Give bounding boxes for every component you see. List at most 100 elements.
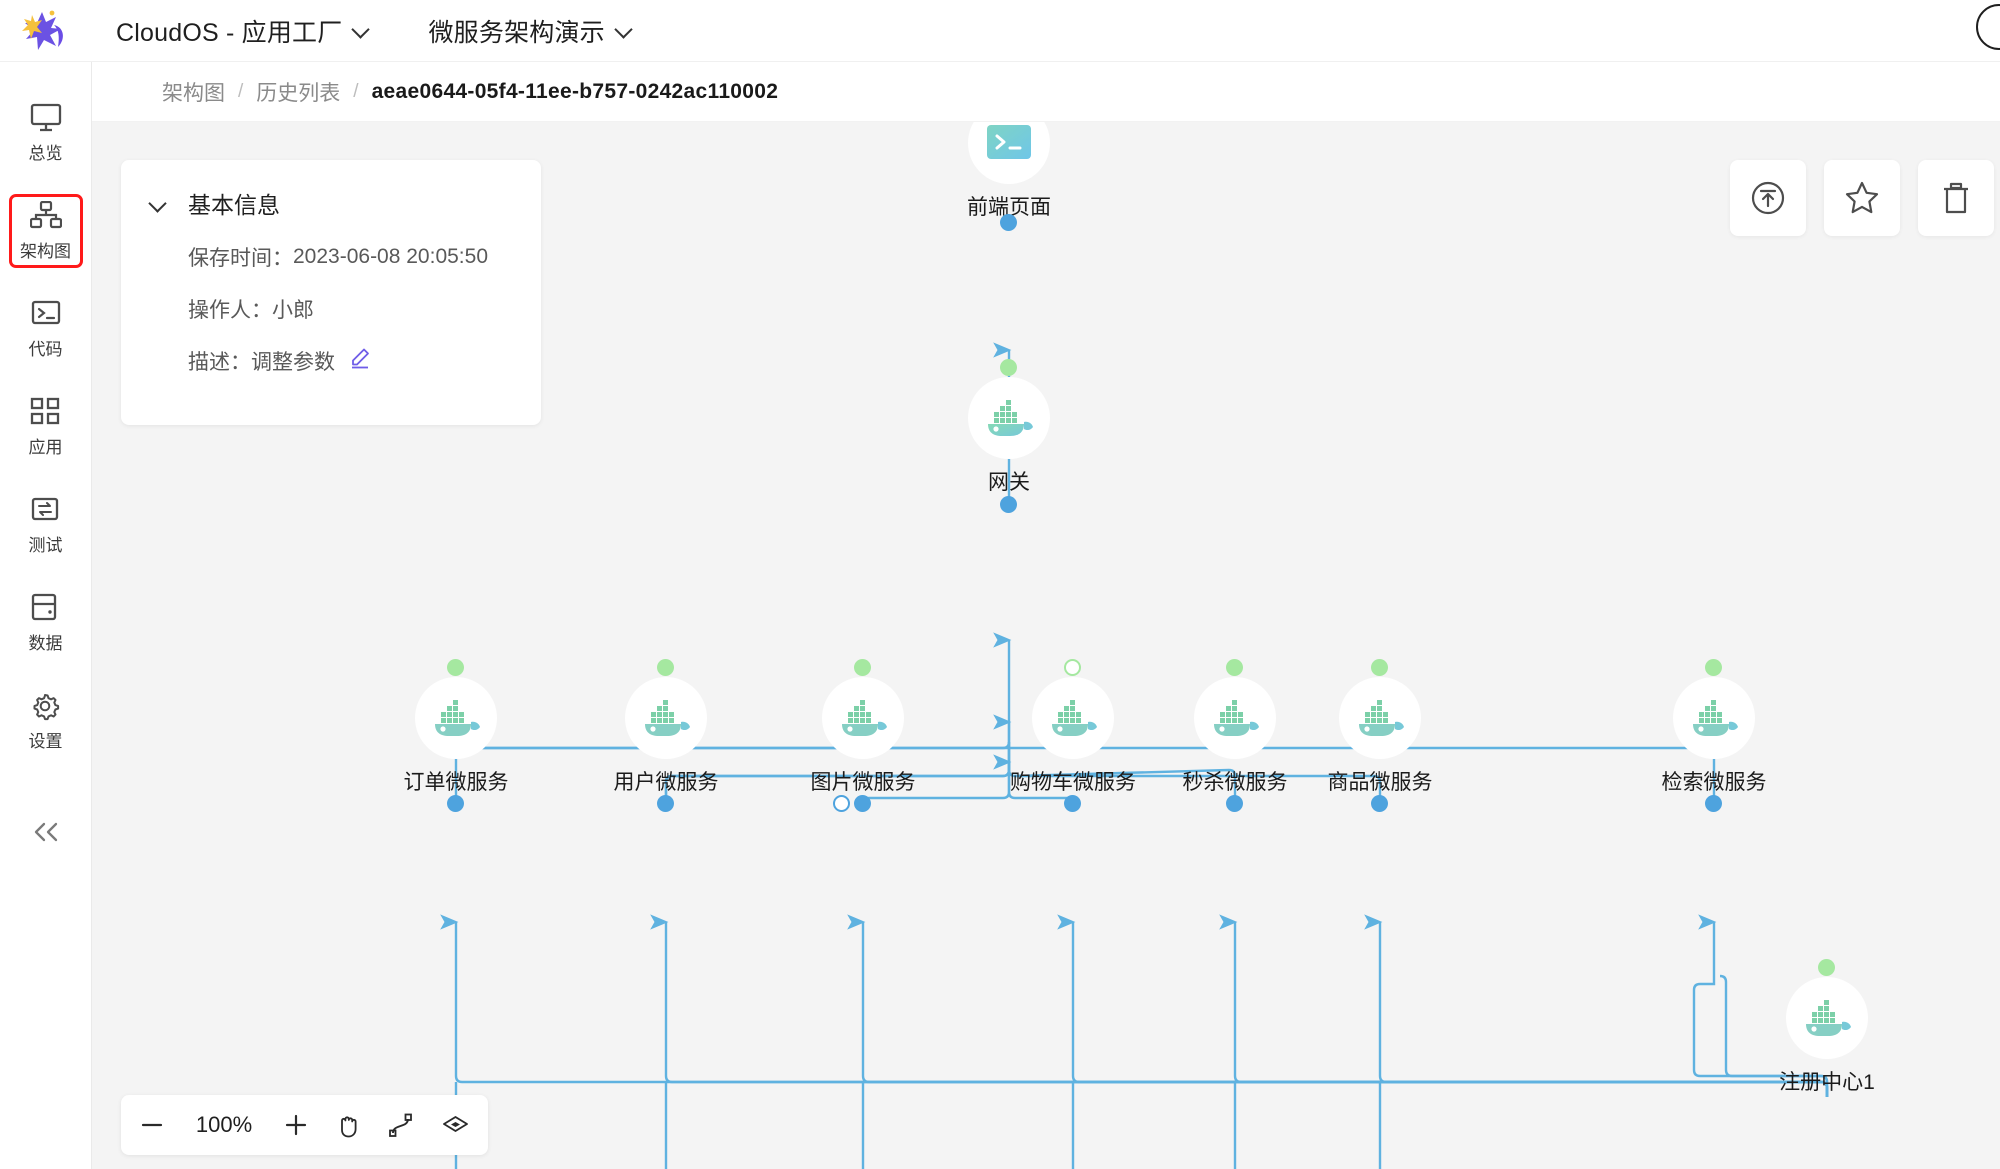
node-port-in[interactable] bbox=[854, 659, 871, 676]
terminal-window-icon bbox=[987, 125, 1031, 159]
node-label: 注册中心1 bbox=[1779, 1071, 1875, 1094]
node-port-in[interactable] bbox=[1371, 659, 1388, 676]
info-label: 保存时间： bbox=[188, 247, 293, 270]
favorite-button[interactable] bbox=[1824, 160, 1900, 236]
node-cart-service[interactable]: 购物车微服务 bbox=[998, 659, 1148, 812]
node-port-out[interactable] bbox=[1371, 795, 1388, 812]
breadcrumb-item-current-id: aeae0644-05f4-11ee-b757-0242ac110002 bbox=[371, 79, 779, 103]
docker-whale-icon bbox=[1214, 700, 1259, 736]
database-icon bbox=[30, 593, 62, 623]
delete-button[interactable] bbox=[1918, 160, 1994, 236]
basic-info-card: 基本信息 保存时间： 2023-06-08 20:05:50 操作人： 小郎 描… bbox=[121, 160, 541, 425]
node-port-in[interactable] bbox=[1818, 959, 1835, 976]
node-port-in[interactable] bbox=[657, 659, 674, 676]
chevron-down-icon bbox=[353, 21, 368, 36]
node-order-service[interactable]: 订单微服务 bbox=[381, 659, 531, 812]
sidebar-item-code[interactable]: 代码 bbox=[9, 292, 83, 366]
grid-apps-icon bbox=[30, 397, 62, 427]
node-image-service[interactable]: 图片微服务 bbox=[788, 659, 938, 812]
node-port-in[interactable] bbox=[1226, 659, 1243, 676]
chevron-down-icon bbox=[151, 196, 166, 211]
user-avatar-icon[interactable] bbox=[1976, 4, 2000, 50]
node-port-out[interactable] bbox=[1226, 795, 1243, 812]
breadcrumb-item-architecture[interactable]: 架构图 bbox=[162, 81, 225, 105]
node-label: 用户微服务 bbox=[613, 771, 719, 794]
sparkle-logo-icon[interactable] bbox=[0, 9, 92, 53]
zoom-level-label: 100% bbox=[195, 1112, 253, 1137]
top-bar: CloudOS - 应用工厂 微服务架构演示 bbox=[0, 0, 2000, 62]
node-port-out[interactable] bbox=[854, 795, 871, 812]
node-port-in[interactable] bbox=[1000, 359, 1017, 376]
sidebar-item-settings[interactable]: 设置 bbox=[9, 684, 83, 758]
circle-up-arrow-icon bbox=[1751, 181, 1785, 215]
sidebar-item-data[interactable]: 数据 bbox=[9, 586, 83, 660]
node-user-service[interactable]: 用户微服务 bbox=[591, 659, 741, 812]
node-circle[interactable] bbox=[1032, 677, 1114, 759]
node-circle[interactable] bbox=[1673, 677, 1755, 759]
breadcrumb-item-history[interactable]: 历史列表 bbox=[256, 81, 341, 105]
node-gateway[interactable]: 网关 bbox=[934, 359, 1084, 513]
docker-whale-icon bbox=[435, 700, 480, 736]
pencil-edit-icon[interactable] bbox=[349, 347, 371, 375]
node-circle[interactable] bbox=[968, 122, 1050, 184]
restore-version-button[interactable] bbox=[1730, 160, 1806, 236]
layers-button[interactable] bbox=[441, 1112, 470, 1139]
node-port-out[interactable] bbox=[447, 795, 464, 812]
pan-tool-button[interactable] bbox=[335, 1112, 362, 1139]
node-circle[interactable] bbox=[625, 677, 707, 759]
basic-info-header[interactable]: 基本信息 bbox=[151, 186, 511, 220]
node-port-out[interactable] bbox=[657, 795, 674, 812]
node-circle[interactable] bbox=[1339, 677, 1421, 759]
edge-style-button[interactable] bbox=[388, 1112, 415, 1139]
architecture-canvas[interactable]: 基本信息 保存时间： 2023-06-08 20:05:50 操作人： 小郎 描… bbox=[92, 122, 2000, 1169]
connector-icon bbox=[389, 1113, 412, 1137]
node-port-out[interactable] bbox=[1000, 496, 1017, 513]
node-search-service[interactable]: 检索微服务 bbox=[1639, 659, 1789, 812]
zoom-out-button[interactable] bbox=[139, 1112, 165, 1138]
node-port-in[interactable] bbox=[1064, 659, 1081, 676]
sidebar-item-architecture[interactable]: 架构图 bbox=[8, 194, 83, 268]
star-icon bbox=[1845, 181, 1879, 214]
sidebar-item-overview[interactable]: 总览 bbox=[9, 96, 83, 170]
docker-whale-icon bbox=[1052, 700, 1097, 736]
node-product-service[interactable]: 商品微服务 bbox=[1305, 659, 1455, 812]
docker-whale-icon bbox=[1806, 1000, 1851, 1036]
docker-whale-icon bbox=[645, 700, 690, 736]
node-frontend[interactable]: 前端页面 bbox=[934, 122, 1084, 231]
sidebar-collapse-button[interactable] bbox=[16, 808, 76, 856]
app-title-label: CloudOS - 应用工厂 bbox=[116, 18, 343, 47]
node-seckill-service[interactable]: 秒杀微服务 bbox=[1160, 659, 1310, 812]
info-label: 操作人： bbox=[188, 299, 272, 322]
node-port-out[interactable] bbox=[1064, 795, 1081, 812]
monitor-icon bbox=[30, 103, 62, 133]
node-circle[interactable] bbox=[822, 677, 904, 759]
node-circle[interactable] bbox=[1786, 977, 1868, 1059]
zoom-in-button[interactable] bbox=[283, 1112, 309, 1138]
node-registry-center[interactable]: 注册中心1 bbox=[1752, 959, 1902, 1096]
project-selector[interactable]: 微服务架构演示 bbox=[428, 13, 630, 49]
sidebar-item-apps[interactable]: 应用 bbox=[9, 390, 83, 464]
double-chevron-left-icon bbox=[34, 822, 57, 842]
sidebar-label: 总览 bbox=[28, 143, 63, 163]
hand-icon bbox=[341, 1115, 357, 1137]
node-port-out[interactable] bbox=[1705, 795, 1722, 812]
plus-icon bbox=[285, 1114, 307, 1136]
sidebar-label: 数据 bbox=[28, 633, 63, 653]
node-label: 网关 bbox=[988, 471, 1030, 494]
node-port-out-secondary[interactable] bbox=[833, 795, 850, 812]
sidebar-label: 测试 bbox=[28, 535, 63, 555]
node-circle[interactable] bbox=[1194, 677, 1276, 759]
node-circle[interactable] bbox=[968, 377, 1050, 459]
sidebar-item-test[interactable]: 测试 bbox=[9, 488, 83, 562]
node-circle[interactable] bbox=[415, 677, 497, 759]
basic-info-title: 基本信息 bbox=[188, 192, 280, 218]
node-port-in[interactable] bbox=[1705, 659, 1722, 676]
node-port-in[interactable] bbox=[447, 659, 464, 676]
info-row-operator: 操作人： 小郎 bbox=[151, 294, 511, 324]
app-title[interactable]: CloudOS - 应用工厂 bbox=[116, 13, 368, 49]
node-label: 秒杀微服务 bbox=[1182, 771, 1288, 794]
node-port-out[interactable] bbox=[1000, 214, 1017, 231]
info-row-save-time: 保存时间： 2023-06-08 20:05:50 bbox=[151, 242, 511, 272]
sitemap-icon bbox=[29, 200, 62, 231]
gear-icon bbox=[30, 691, 62, 721]
